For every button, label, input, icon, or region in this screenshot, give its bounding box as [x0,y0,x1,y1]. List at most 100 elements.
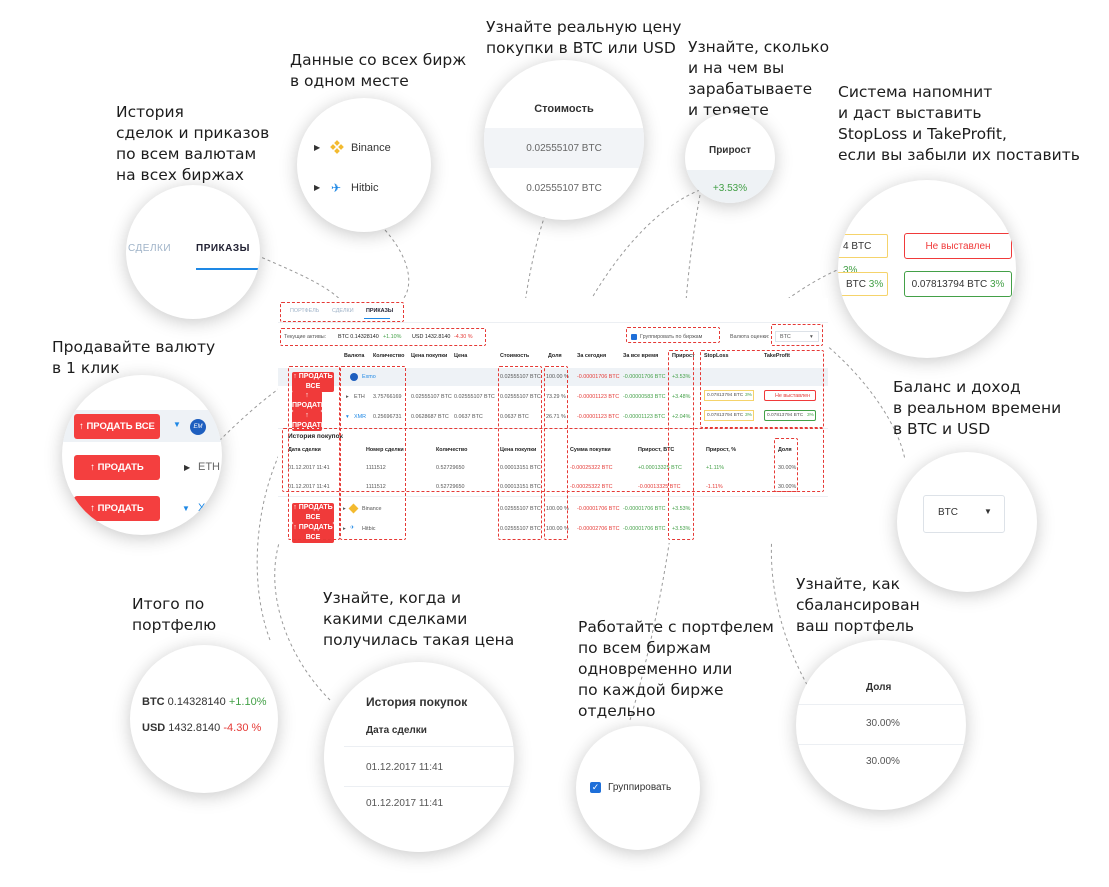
total-usd: USD 1432.8140 -4.30 % [142,722,262,734]
expand-arrow-icon[interactable]: ▶ [184,463,191,472]
history-price: 0.00013151 BTC [500,484,541,490]
sell-button[interactable]: ↑ ПРОДАТЬ [74,455,160,480]
caption-history: История сделок и приказов по всем валюта… [116,103,270,184]
exmo-icon: EM [190,419,206,435]
row-cost: 0.02555107 BTC [500,394,541,400]
tab-deals[interactable]: СДЕЛКИ [332,308,354,314]
binance-icon [330,140,344,154]
zoom-growth: Прирост +3.53% [685,113,775,203]
tab-active-indicator [196,268,260,270]
row-price: 0.0637 BTC [454,414,483,420]
expand-arrow-icon[interactable]: ▸ [346,394,349,400]
expand-arrow-icon[interactable]: ▶ [314,183,321,192]
history-col-share: Доля [778,447,792,453]
currency-label: Валюта оценки: [730,334,770,340]
history-date: 01.12.2017 11:41 [288,484,330,490]
history-date: 01.12.2017 11:41 [366,762,444,773]
row-alltime: -0.00000583 BTC [623,394,666,400]
currency-select[interactable]: BTC ▾ [775,331,819,342]
history-share: 30.00% [778,484,797,490]
col-takeprofit: TakeProfit [764,353,790,359]
cost-value: 0.02555107 BTC [526,183,602,194]
zoom-group: ✓ Группировать [576,726,700,850]
expand-arrow-icon[interactable]: ▶ [314,143,321,152]
caption-price: Узнайте реальную цену покупки в BTC или … [486,18,682,57]
tab-orders[interactable]: ПРИКАЗЫ [366,308,394,314]
highlight-history-share [774,438,798,492]
sell-all-button[interactable]: ↑ ПРОДАТЬ ВСЕ [292,503,334,523]
stoploss-cell[interactable]: BTC 3% [838,272,888,296]
expand-arrow-icon[interactable]: ▸ [343,526,346,532]
col-quantity: Количество [373,353,405,359]
history-gbtc: +0.00013325 BTC [638,465,682,471]
group-checkbox[interactable] [631,334,637,340]
cost-value: 0.02555107 BTC [526,143,602,154]
row-share: 100.00 % [546,374,569,380]
highlight-assets [280,328,486,346]
group-label: Группировать [608,782,672,793]
history-col-date: Дата сделки [366,725,427,736]
zoom-exchanges: ▶ Binance ▶ ✈ Hitbic [297,98,431,232]
chevron-down-icon: ▾ [810,334,813,340]
sell-button[interactable]: ↑ ПРОДАТЬ [292,391,326,411]
expand-arrow-icon[interactable]: ▸ [343,506,346,512]
row-today: -0.00001706 BTC [577,374,620,380]
highlight-currency [771,324,823,346]
sell-button[interactable]: ↑ ПРОДАТЬ [74,496,160,521]
takeprofit-not-set-button[interactable]: Не выставлен [764,390,816,401]
row-alltime: -0.00001123 BTC [623,414,666,420]
sell-button[interactable]: ↑ ПРОДАТЬ [292,411,326,431]
history-qty: 0.52729650 [436,465,465,471]
sell-all-button[interactable]: ↑ ПРОДАТЬ ВСЕ [292,372,334,392]
highlight-cost [498,366,542,540]
tab-portfolio[interactable]: ПОРТФЕЛЬ [290,308,320,314]
group-checkbox[interactable]: ✓ [590,782,601,793]
tab-orders[interactable]: ПРИКАЗЫ [196,243,250,254]
currency-eth: ETH [198,461,220,473]
row-qty: 0.25696731 [373,414,402,420]
history-sum: -0.00025322 BTC [570,484,613,490]
chevron-down-icon[interactable]: ▾ [346,414,349,420]
caption-when: Узнайте, когда и какими сделками получил… [323,589,515,649]
history-qty: 0.52729650 [436,484,465,490]
row-alltime: -0.00001706 BTC [623,506,666,512]
exchange-hitbic: Hitbic [351,182,379,194]
row-buy: 0.0628687 BTC [411,414,449,420]
col-today: За сегодня [577,353,607,359]
sell-all-button[interactable]: ↑ ПРОДАТЬ ВСЕ [292,523,334,543]
row-cost: 0.02555107 BTC [500,374,541,380]
row-growth: +3.53% [672,526,691,532]
chevron-down-icon[interactable]: ▼ [182,504,190,513]
takeprofit-not-set-button[interactable]: Не выставлен [904,233,1012,259]
takeprofit-cell[interactable]: 0.07813794 BTC 3% [904,271,1012,297]
row-share: 73.29 % [546,394,566,400]
history-col-qty: Количество [436,447,468,453]
exmo-icon [350,373,358,381]
row-growth: +2.04% [672,414,691,420]
history-col-sum: Сумма покупки [570,447,611,453]
row-today: -0.00001123 BTC [577,394,620,400]
assets-btc-change: +1.10% [383,334,402,340]
history-date: 01.12.2017 11:41 [288,465,330,471]
currency-select[interactable]: BTC ▼ [923,495,1005,533]
row-share: 100.00 % [546,526,569,532]
hitbtc-icon: ✈ [331,181,342,195]
assets-usd-change: -4.30 % [454,334,473,340]
col-buy-price: Цена покупки [411,353,448,359]
row-price: 0.02555107 BTC [454,394,495,400]
tab-deals[interactable]: СДЕЛКИ [128,243,172,254]
zoom-history: История покупок Дата сделки 01.12.2017 1… [324,662,514,852]
caption-exchanges: Данные со всех бирж в одном месте [290,51,467,90]
col-alltime: За все время [623,353,659,359]
zoom-total: BTC 0.14328140 +1.10% USD 1432.8140 -4.3… [130,645,278,793]
sell-all-button[interactable]: ↑ ПРОДАТЬ ВСЕ [74,414,160,439]
zoom-cost: Стоимость 0.02555107 BTC 0.02555107 BTC [484,60,644,220]
highlight-exchanges [340,366,406,540]
stoploss-cell[interactable]: 4 BTC 3% [838,234,888,276]
col-currency: Валюта [344,353,365,359]
chevron-down-icon[interactable]: ▼ [173,420,181,429]
history-gpct: -1.11% [706,484,723,490]
